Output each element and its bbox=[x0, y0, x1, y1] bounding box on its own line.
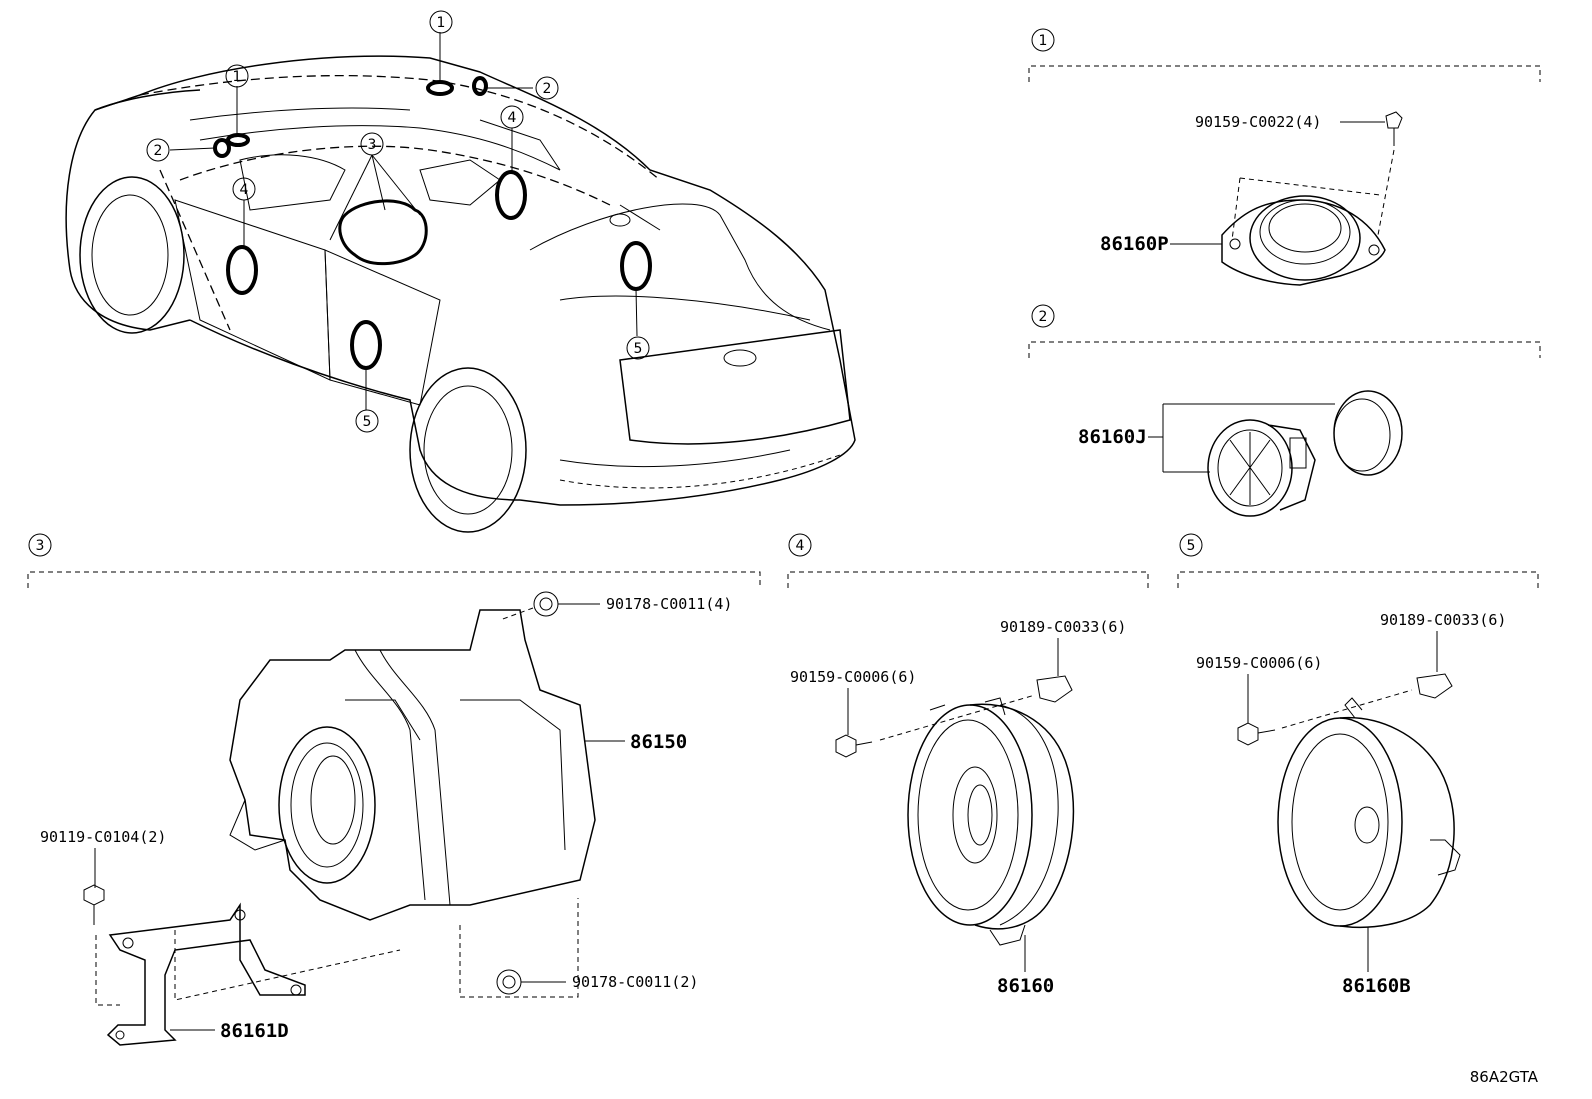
part-label-86161D: 86161D bbox=[220, 1020, 289, 1042]
section-1-tweeter-roof: 1 90159-C0022(4) 86160P bbox=[1028, 28, 1541, 286]
part-label-86160J: 86160J bbox=[1078, 426, 1147, 448]
section-4-front-door-speaker: 4 90189-C0033(6) 90159-C0006(6) 86160 bbox=[787, 533, 1149, 997]
part-label-90159-C0022: 90159-C0022(4) bbox=[1195, 113, 1321, 131]
section-2-number: 2 bbox=[1039, 309, 1048, 325]
part-label-86160P: 86160P bbox=[1100, 233, 1169, 255]
section-3-amplifier: 3 90178-C0011(4) 86150 90119-C0104(2) bbox=[27, 533, 761, 1046]
vehicle-overview-illustration: 1 1 2 2 3 4 4 5 5 bbox=[65, 10, 856, 533]
callout-5-rear-door: 5 bbox=[363, 414, 372, 430]
part-label-90178-C0011-4: 90178-C0011(4) bbox=[606, 595, 732, 613]
section-2-tweeter-dash: 2 86160J bbox=[1028, 304, 1541, 517]
callout-1-dash-left: 1 bbox=[233, 69, 242, 85]
part-label-90178-C0011-2: 90178-C0011(2) bbox=[572, 973, 698, 991]
part-label-90119-C0104: 90119-C0104(2) bbox=[40, 828, 166, 846]
section-5-number: 5 bbox=[1187, 538, 1196, 554]
callout-5-tailgate: 5 bbox=[634, 341, 643, 357]
part-label-86160: 86160 bbox=[997, 975, 1054, 997]
part-label-86150: 86150 bbox=[630, 731, 687, 753]
callout-1-roof-right: 1 bbox=[437, 15, 446, 31]
section-4-number: 4 bbox=[796, 538, 805, 554]
part-label-90159-C0006-4: 90159-C0006(6) bbox=[790, 668, 916, 686]
part-label-86160B: 86160B bbox=[1342, 975, 1411, 997]
callout-4-left: 4 bbox=[240, 182, 249, 198]
section-3-number: 3 bbox=[36, 538, 45, 554]
callout-3: 3 bbox=[368, 137, 377, 153]
callout-2-left: 2 bbox=[154, 143, 163, 159]
callout-4-right: 4 bbox=[508, 110, 517, 126]
part-label-90159-C0006-5: 90159-C0006(6) bbox=[1196, 654, 1322, 672]
callout-2-right: 2 bbox=[543, 81, 552, 97]
part-label-90189-C0033-5: 90189-C0033(6) bbox=[1380, 611, 1506, 629]
section-5-rear-door-speaker: 5 90189-C0033(6) 90159-C0006(6) 86160B bbox=[1177, 533, 1539, 997]
diagram-code: 86A2GTA bbox=[1470, 1068, 1539, 1086]
section-1-number: 1 bbox=[1039, 33, 1048, 49]
part-label-90189-C0033-4: 90189-C0033(6) bbox=[1000, 618, 1126, 636]
